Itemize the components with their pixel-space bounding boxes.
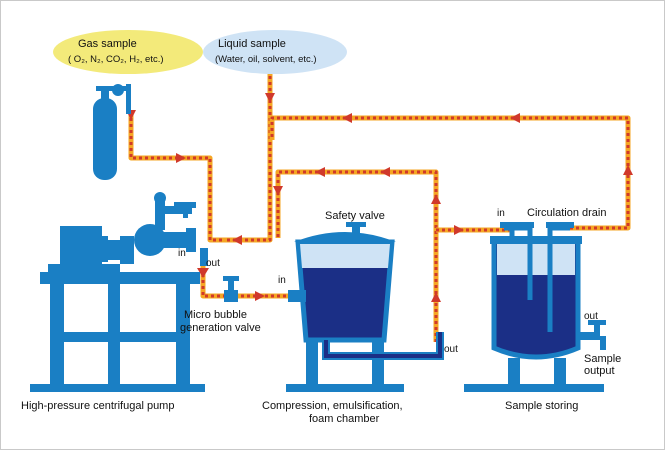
storage-caption: Sample storing — [505, 400, 578, 412]
arrow-right-gas — [176, 153, 186, 163]
valve-caption-line1: Micro bubble — [184, 309, 247, 321]
arrow-left-drain-2 — [510, 113, 520, 123]
gas-sample-formula: ( O₂, N₂, CO₂, H₂, etc.) — [68, 54, 164, 65]
arrow-left-mix — [232, 235, 242, 245]
valve-caption-line2: generation valve — [180, 322, 261, 334]
arrow-up-drain — [623, 165, 633, 175]
chamber-caption-line1: Compression, emulsification, — [262, 400, 403, 412]
liquid-sample-bubble: Liquid sample (Water, oil, solvent, etc.… — [203, 30, 347, 74]
gas-sample-bubble: Gas sample ( O₂, N₂, CO₂, H₂, etc.) — [53, 30, 203, 74]
flow-arrows — [126, 93, 633, 302]
gas-sample-title: Gas sample — [78, 38, 137, 50]
centrifugal-pump-icon — [30, 192, 208, 392]
chamber-tank-icon — [286, 222, 444, 392]
chamber-out-tag: out — [444, 344, 458, 355]
chamber-return-line — [275, 169, 439, 342]
gas-cylinder-icon — [93, 84, 131, 180]
arrow-left-drain-1 — [342, 113, 352, 123]
faucet-icon — [578, 320, 606, 350]
arrow-right-storage — [454, 225, 464, 235]
circulation-drain-label: Circulation drain — [527, 207, 606, 219]
arrow-up-chamber — [431, 194, 441, 204]
storage-out-tag: out — [584, 311, 598, 322]
sample-output-line1: Sample — [584, 353, 621, 365]
valve-icon — [223, 276, 239, 302]
arrow-left-return-1 — [315, 167, 325, 177]
storage-in-tag: in — [497, 208, 505, 219]
gas-flow-line — [128, 112, 225, 243]
pump-in-tag: in — [178, 248, 186, 259]
safety-valve-label: Safety valve — [325, 210, 385, 222]
pump-caption: High-pressure centrifugal pump — [21, 400, 174, 412]
liquid-sample-title: Liquid sample — [218, 38, 286, 50]
pump-out-tag: out — [206, 258, 220, 269]
arrow-down-return — [273, 186, 283, 196]
valve-icon — [174, 202, 196, 218]
chamber-caption-line2: foam chamber — [309, 413, 380, 425]
sample-output-line2: output — [584, 365, 615, 377]
arrow-down-pump-out — [197, 268, 209, 278]
arrow-left-return-2 — [380, 167, 390, 177]
storage-tank-icon — [464, 222, 604, 392]
arrow-up-chamber-low — [431, 292, 441, 302]
arrow-down-liquid — [265, 93, 275, 103]
circulation-drain-line — [269, 115, 631, 231]
arrow-right-valve — [255, 291, 265, 301]
chamber-in-tag: in — [278, 275, 286, 286]
liquid-sample-detail: (Water, oil, solvent, etc.) — [215, 54, 317, 65]
